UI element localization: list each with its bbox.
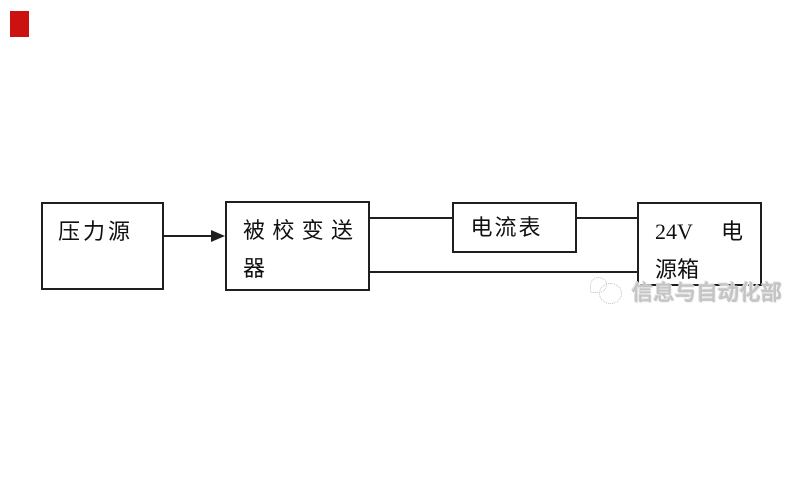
dotted-swirl-icon [588,275,632,309]
power-supply-label-line2: 源箱 [655,257,700,282]
power-supply-char: 电 [720,219,743,244]
box-ammeter: 电流表 [452,202,577,253]
transmitter-char-3: 变 [301,218,324,243]
box-transmitter: 被 校 变 送 器 [225,201,370,291]
transmitter-char-1: 被 [243,218,266,243]
box-pressure-source: 压力源 [41,202,164,290]
box-power-supply: 24V 电 源箱 [637,202,762,286]
arrow-connector [164,235,212,237]
watermark-text: 信息与自动化部 [632,281,783,305]
power-supply-voltage: 24V [655,219,693,244]
wire-bottom [370,271,637,273]
transmitter-label-line1: 被 校 变 送 [243,212,353,250]
wire-top-left-segment [370,217,452,219]
wire-top-right-segment [577,217,637,219]
transmitter-label-line2: 器 [243,256,266,281]
ammeter-label: 电流表 [470,215,543,240]
power-supply-label-line1: 24V 电 [655,213,743,251]
watermark: 信息与自动化部 [588,272,783,309]
arrowhead-icon [211,230,225,242]
pressure-source-label: 压力源 [58,219,134,244]
red-marker-square [10,11,29,37]
transmitter-char-4: 送 [330,218,353,243]
transmitter-char-2: 校 [272,218,295,243]
